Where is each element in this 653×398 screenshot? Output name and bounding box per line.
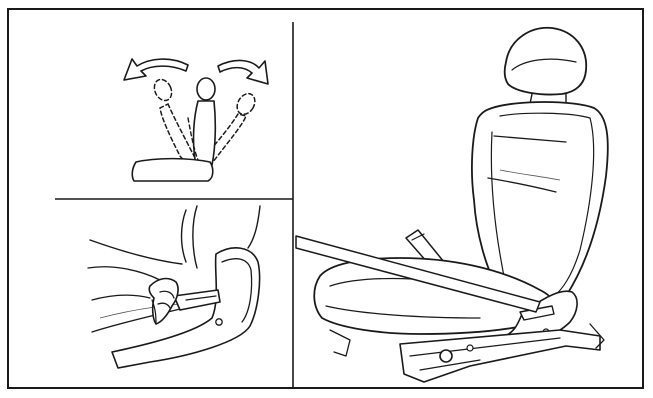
upright-seat-silhouette (132, 78, 215, 181)
recline-motion-panel (124, 59, 268, 181)
front-seat-panel (296, 28, 608, 382)
headrest (505, 28, 587, 104)
recline-forward-arrow-icon (218, 60, 268, 84)
hand-pulling-lever-icon (149, 279, 178, 324)
reclined-back-position (151, 77, 196, 162)
recline-back-arrow-icon (124, 59, 188, 80)
recline-lever-panel (88, 206, 260, 368)
seatback (472, 102, 608, 298)
